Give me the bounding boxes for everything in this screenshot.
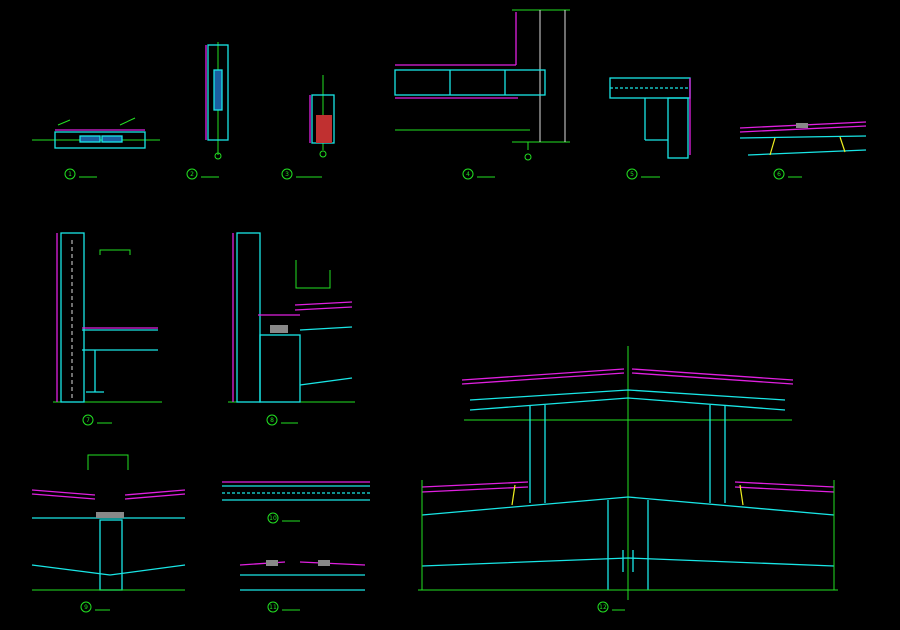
detail-10 xyxy=(222,481,370,501)
detail-6 xyxy=(739,121,867,156)
detail-label-6: 6 xyxy=(773,168,802,180)
detail-12 xyxy=(418,346,838,600)
svg-text:6: 6 xyxy=(777,171,781,178)
svg-text:11: 11 xyxy=(269,604,277,611)
svg-text:8: 8 xyxy=(270,417,274,424)
detail-7 xyxy=(53,232,162,403)
svg-text:10: 10 xyxy=(269,515,277,522)
detail-label-11: 11 xyxy=(267,601,300,613)
detail-label-9: 9 xyxy=(80,601,110,613)
detail-label-8: 8 xyxy=(266,414,298,426)
detail-label-4: 4 xyxy=(462,168,495,180)
detail-label-3: 3 xyxy=(281,168,322,180)
detail-9 xyxy=(31,454,186,591)
detail-label-12: 12 xyxy=(597,601,625,613)
svg-text:5: 5 xyxy=(630,171,634,178)
svg-text:9: 9 xyxy=(84,604,88,611)
svg-text:1: 1 xyxy=(68,171,72,178)
detail-label-7: 7 xyxy=(82,414,112,426)
svg-text:12: 12 xyxy=(599,604,607,611)
detail-label-2: 2 xyxy=(186,168,219,180)
detail-5 xyxy=(609,77,691,159)
detail-1 xyxy=(32,117,160,149)
detail-label-10: 10 xyxy=(267,512,300,524)
svg-text:3: 3 xyxy=(285,171,289,178)
detail-label-1: 1 xyxy=(64,168,97,180)
detail-4 xyxy=(394,9,570,161)
detail-3 xyxy=(309,75,335,158)
detail-8 xyxy=(228,232,355,403)
svg-text:2: 2 xyxy=(190,171,194,178)
svg-text:7: 7 xyxy=(86,417,90,424)
detail-11 xyxy=(239,560,366,591)
detail-label-5: 5 xyxy=(626,168,660,180)
detail-2 xyxy=(205,42,229,160)
svg-text:4: 4 xyxy=(466,171,470,178)
